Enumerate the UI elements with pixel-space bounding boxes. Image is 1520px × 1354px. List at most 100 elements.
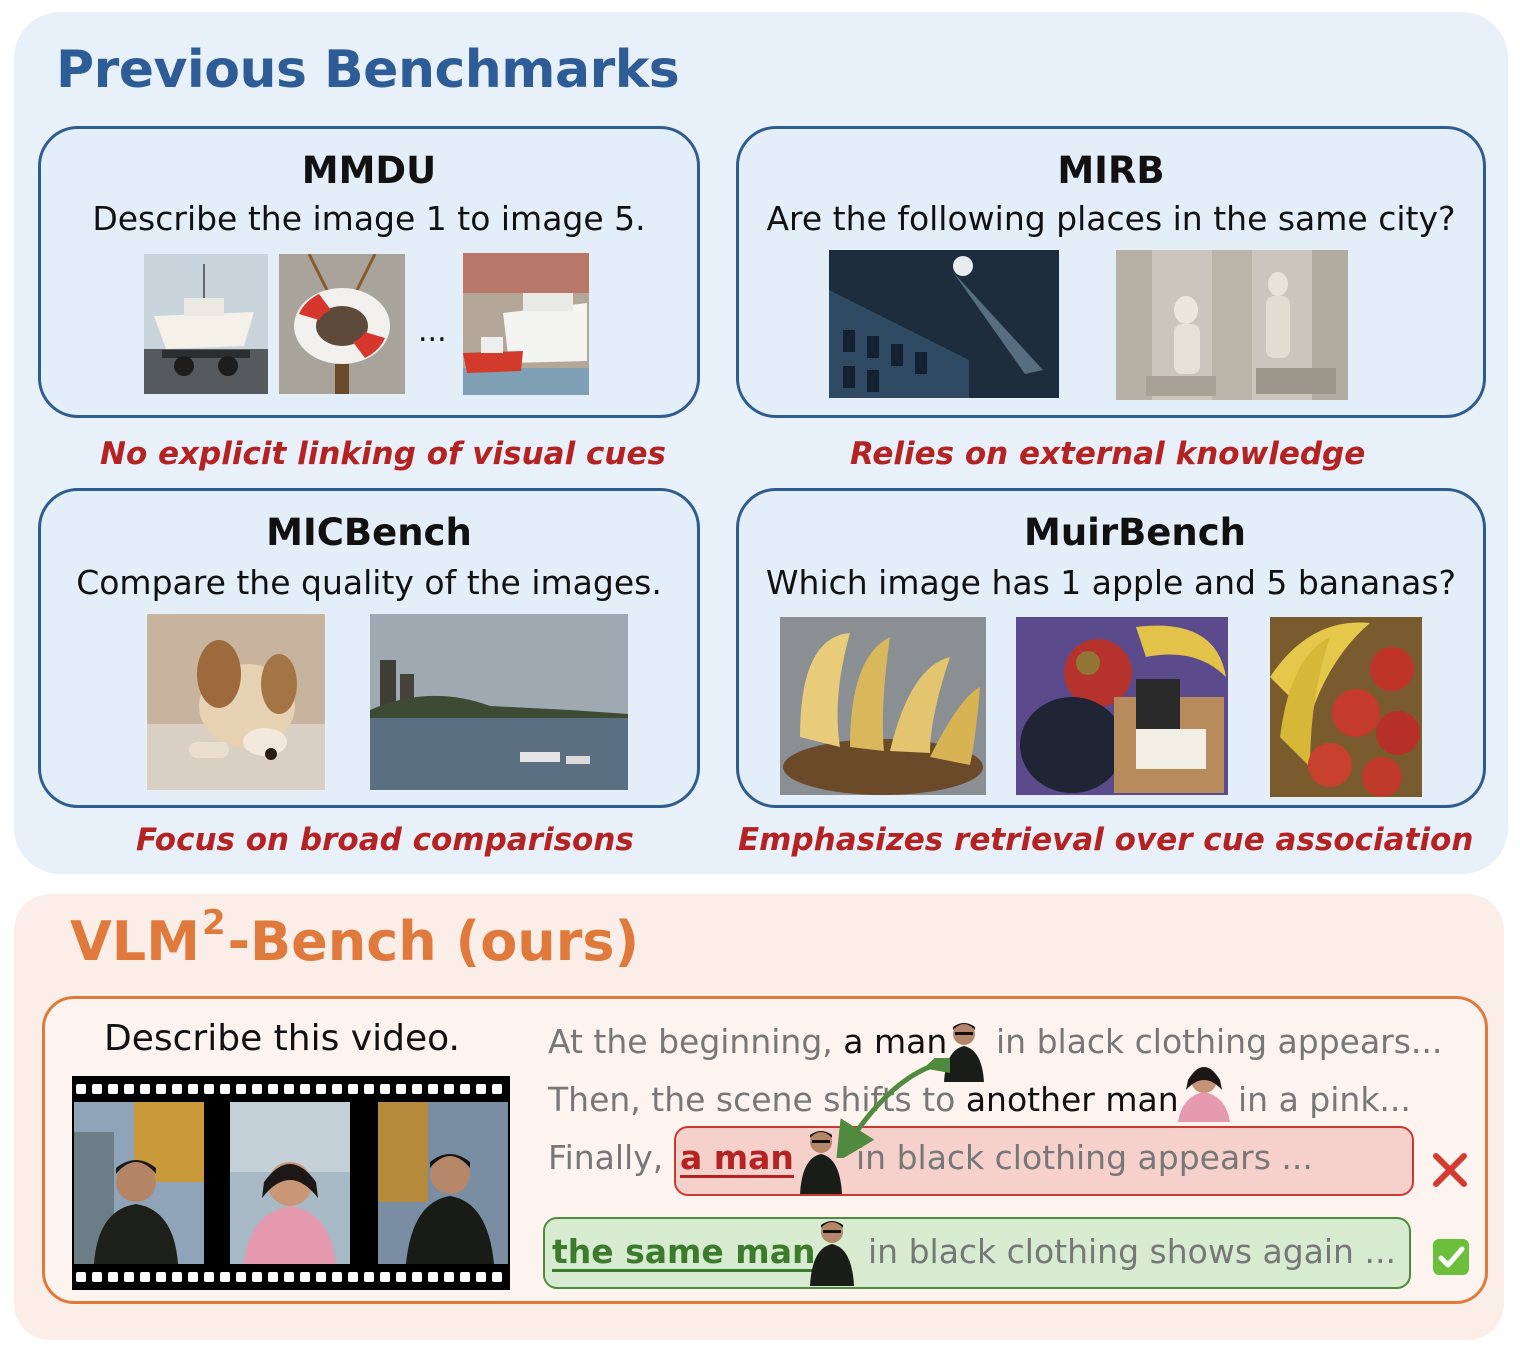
film-sprocket-hole [332,1084,342,1094]
film-sprocket-hole [92,1272,102,1282]
vlm2-bench-title: VLM2-Bench (ours) [70,903,640,973]
film-sprocket-hole [396,1084,406,1094]
film-sprocket-hole [380,1084,390,1094]
film-sprocket-hole [108,1272,118,1282]
vlm2-title-prefix: VLM [70,910,200,973]
film-sprocket-hole [268,1084,278,1094]
video-frame-1 [74,1102,204,1264]
film-sprocket-hole [364,1272,374,1282]
video-prompt: Describe this video. [104,1018,460,1059]
film-sprocket-hole [348,1084,358,1094]
film-sprocket-hole [76,1084,86,1094]
micbench-image-dog [147,614,325,790]
line2-suffix: in a pink... [1238,1080,1411,1119]
film-sprocket-hole [300,1084,310,1094]
film-sprocket-hole [492,1084,502,1094]
film-sprocket-hole [92,1084,102,1094]
correct-check-icon [1433,1239,1469,1275]
film-sprocket-hole [284,1272,294,1282]
film-sprocket-hole [348,1272,358,1282]
muirbench-title: MuirBench [1024,511,1246,554]
film-sprocket-hole [236,1084,246,1094]
man-pink-shirt-icon [1178,1067,1230,1122]
film-sprocket-hole [476,1272,486,1282]
man-black-clothing-icon-3 [810,1221,854,1286]
film-sprocket-hole [444,1084,454,1094]
wrong-answer-subject: a man [680,1138,794,1177]
film-sprockets-top [72,1079,510,1099]
film-sprocket-hole [316,1272,326,1282]
mirb-image-colosseum [829,250,1059,398]
micbench-title: MICBench [266,511,472,554]
muirbench-image-bananas-bowl [780,617,986,795]
film-sprocket-hole [156,1272,166,1282]
cue-link-arrow [835,1058,950,1158]
film-sprocket-hole [284,1084,294,1094]
correct-answer-suffix: in black clothing shows again ... [868,1232,1396,1271]
mmdu-critique: No explicit linking of visual cues [100,436,666,472]
video-frame-3 [378,1102,508,1264]
film-sprocket-hole [220,1084,230,1094]
film-sprocket-hole [172,1272,182,1282]
film-sprocket-hole [316,1084,326,1094]
frame-ellipsis-2: ... [352,1158,375,1186]
film-sprocket-hole [204,1272,214,1282]
micbench-critique: Focus on broad comparisons [136,822,634,858]
film-sprocket-hole [76,1272,86,1282]
micbench-question: Compare the quality of the images. [76,563,662,602]
muirbench-image-apples-bananas [1270,617,1422,797]
vlm2-title-superscript: 2 [201,903,226,943]
vlm2-title-ours: (ours) [455,910,640,973]
micbench-image-river [370,614,628,790]
film-sprocket-hole [252,1084,262,1094]
description-line-3-prefix: Finally, [548,1138,664,1177]
muirbench-critique: Emphasizes retrieval over cue associatio… [738,822,1474,858]
film-sprocket-hole [364,1084,374,1094]
mirb-question: Are the following places in the same cit… [766,199,1456,238]
film-sprocket-hole [188,1272,198,1282]
correct-answer-box [543,1217,1411,1289]
film-sprocket-hole [188,1084,198,1094]
film-strip: ... ... [72,1076,510,1290]
film-sprocket-hole [428,1084,438,1094]
mmdu-image-lifebuoy [279,254,405,394]
film-sprocket-hole [204,1084,214,1094]
mirb-title: MIRB [1057,149,1165,192]
wrong-answer-box [674,1126,1414,1196]
film-sprocket-hole [412,1084,422,1094]
film-sprocket-hole [140,1272,150,1282]
man-black-clothing-icon-1 [944,1023,984,1082]
film-sprocket-hole [156,1084,166,1094]
film-sprocket-hole [140,1084,150,1094]
correct-answer-subject: the same man [552,1232,816,1271]
film-sprocket-hole [492,1272,502,1282]
film-sprocket-hole [268,1272,278,1282]
film-sprocket-hole [236,1272,246,1282]
film-sprocket-hole [460,1272,470,1282]
man-black-clothing-icon-2 [800,1131,842,1194]
mmdu-image-ship [463,253,589,395]
film-sprocket-hole [412,1272,422,1282]
mmdu-title: MMDU [301,149,437,192]
film-sprocket-hole [332,1272,342,1282]
line1-prefix: At the beginning, [548,1022,833,1061]
film-sprocket-hole [300,1272,310,1282]
mirb-image-statues [1116,250,1348,400]
previous-benchmarks-title: Previous Benchmarks [56,40,680,100]
muirbench-image-apple-bagels [1016,617,1228,795]
vlm2-title-suffix: -Bench [227,910,437,973]
video-frame-2 [230,1102,350,1264]
muirbench-question: Which image has 1 apple and 5 bananas? [765,563,1457,602]
line2-subject: another man [965,1080,1179,1119]
film-sprocket-hole [124,1084,134,1094]
film-sprocket-hole [108,1084,118,1094]
film-sprocket-hole [124,1272,134,1282]
line1-subject: a man [843,1022,948,1061]
film-sprocket-hole [172,1084,182,1094]
mmdu-image-boat [144,254,268,394]
description-line-1: At the beginning, a man [548,1022,947,1061]
mmdu-ellipsis: ... [418,314,447,349]
film-sprocket-hole [460,1084,470,1094]
film-sprocket-hole [428,1272,438,1282]
film-sprocket-hole [220,1272,230,1282]
